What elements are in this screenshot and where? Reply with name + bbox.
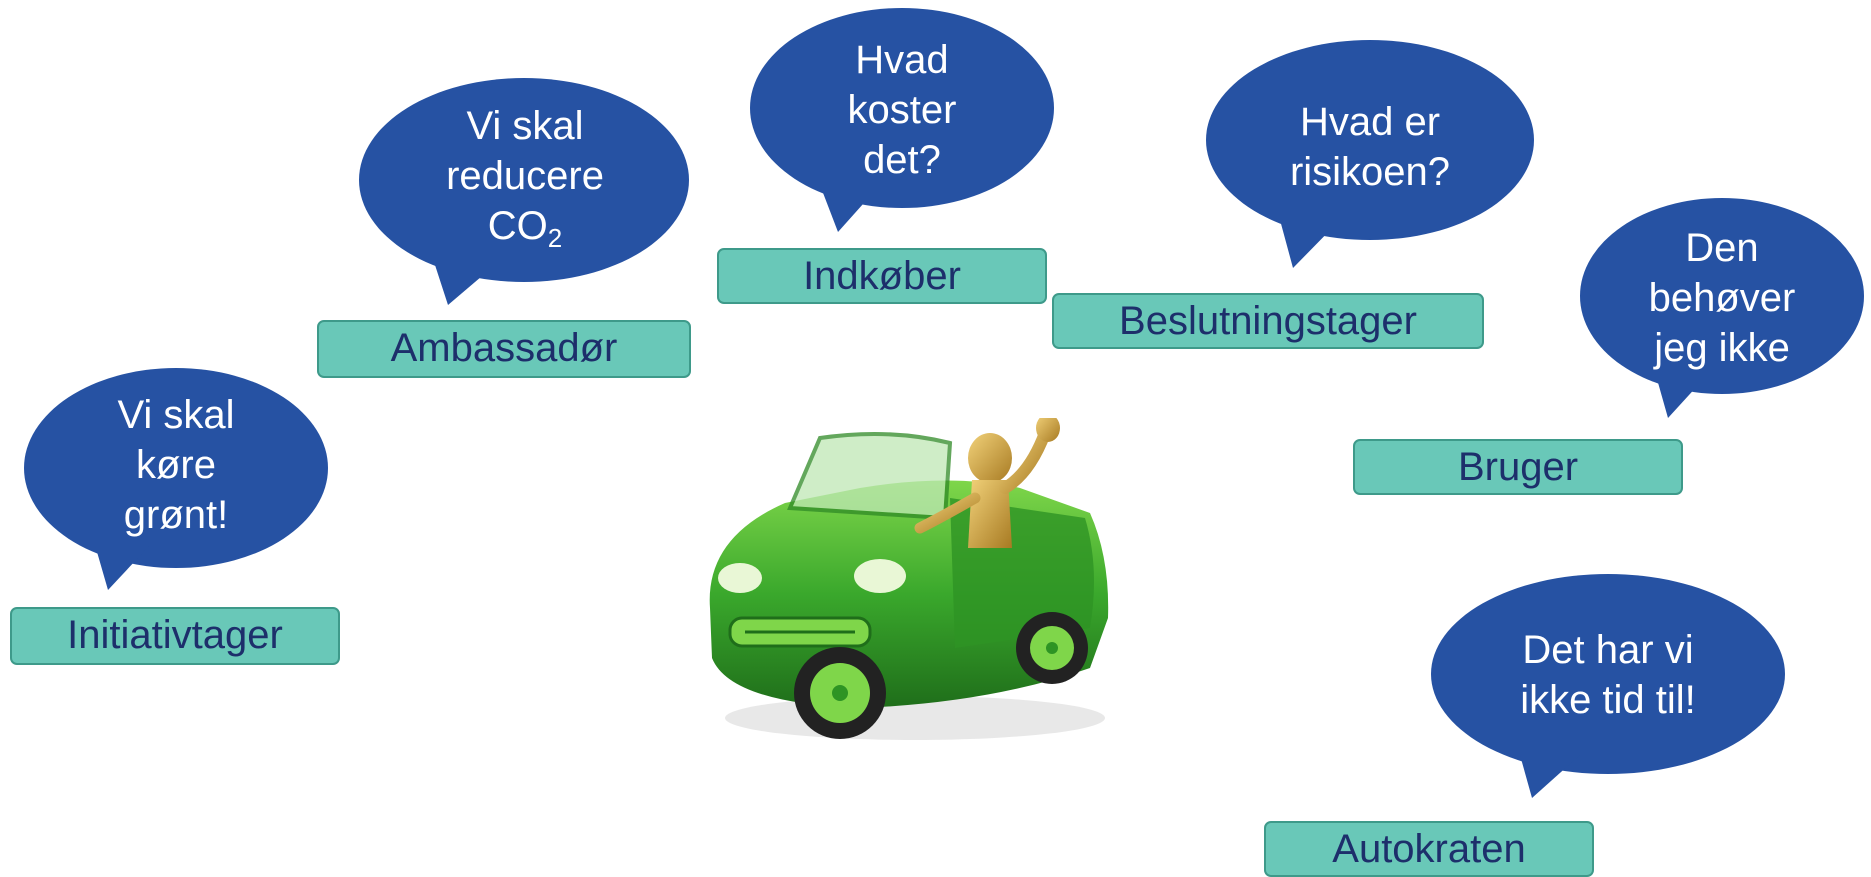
- quote-line: køre: [136, 443, 216, 487]
- quote-beslutningstager: Hvad er risikoen?: [1230, 92, 1510, 202]
- label-autokraten: Autokraten: [1264, 821, 1594, 877]
- label-ambassador: Ambassadør: [317, 320, 691, 378]
- quote-line: Hvad: [855, 38, 949, 82]
- quote-ambassador: Vi skal reducere CO2: [380, 102, 670, 262]
- quote-line: ikke tid til!: [1520, 678, 1696, 722]
- quote-indkober: Hvad koster det?: [780, 30, 1024, 190]
- quote-line: det?: [863, 138, 941, 182]
- quote-line: Vi skal: [117, 393, 235, 437]
- quote-autokraten: Det har vi ikke tid til!: [1470, 620, 1746, 730]
- quote-co: CO: [487, 204, 548, 248]
- quote-line: Den: [1685, 226, 1759, 270]
- quote-line: risikoen?: [1289, 150, 1451, 194]
- quote-line: Vi skal: [466, 104, 584, 148]
- quote-line: reducere: [446, 154, 604, 198]
- quote-line: Hvad er: [1299, 100, 1441, 144]
- green-car-with-gold-driver-icon: [709, 418, 1109, 740]
- label-initiativtager: Initiativtager: [10, 607, 340, 665]
- quote-line: jeg ikke: [1654, 326, 1790, 370]
- quote-bruger: Den behøver jeg ikke: [1606, 218, 1838, 378]
- quote-line-co2: CO2: [488, 201, 562, 263]
- quote-line: Det har vi: [1522, 628, 1694, 672]
- quote-subscript: 2: [547, 223, 563, 253]
- label-bruger: Bruger: [1353, 439, 1683, 495]
- quote-line: behøver: [1648, 276, 1796, 320]
- quote-initiativtager: Vi skal køre grønt!: [50, 385, 302, 545]
- label-beslutningstager: Beslutningstager: [1052, 293, 1484, 349]
- quote-line: grønt!: [123, 493, 229, 537]
- label-indkober: Indkøber: [717, 248, 1047, 304]
- quote-line: koster: [847, 88, 957, 132]
